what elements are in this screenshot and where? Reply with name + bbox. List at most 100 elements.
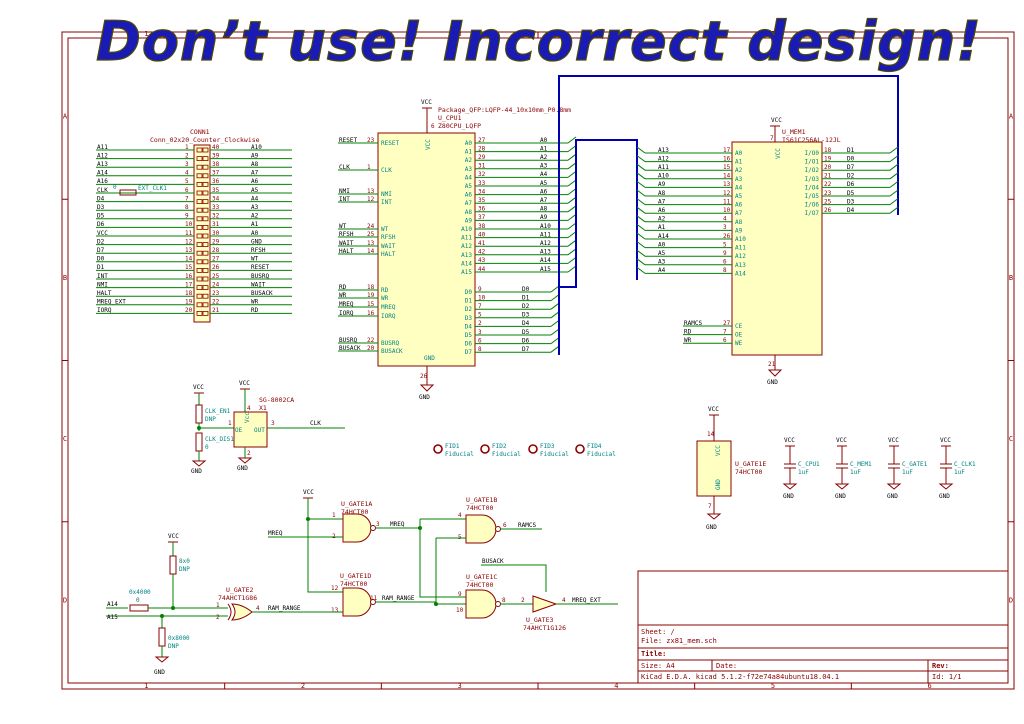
r-0x8000-ref: 0x8000 [168,635,190,642]
cpu-left-net: IORQ [339,310,354,317]
conn-left-pin: 1 [185,144,189,151]
conn-right-pin: 30 [212,230,220,237]
cpu-addr-net: A8 [540,206,548,213]
cpu-left-net: CLK [339,164,350,171]
border-col-top: 2 [301,30,305,38]
conn-right-pin: 38 [212,161,220,168]
mem-addr-net: A11 [658,164,669,171]
mem-ctrl-pin: 27 [723,320,731,327]
cpu-addr-net: A13 [540,249,551,256]
cpu-data-entry [550,311,560,319]
gate-or-in2: 2 [216,614,220,621]
cpu-addr-pinname: A0 [465,140,473,147]
cpu-ref: U_CPU1 [438,114,462,122]
border-col-top: 4 [614,30,618,38]
r-clk-dis-val: 0 [205,444,209,451]
gate-d-out: 11 [370,595,378,602]
border-row-right: A [1009,113,1014,121]
conn-right-pin: 28 [212,247,220,254]
gate-a-out: 3 [376,521,380,528]
cpu-addr-pin: 34 [478,188,486,195]
gate-c-in1-net: BUSACK [482,558,504,565]
mem-io-pinname: I/O7 [805,210,820,217]
cpu-left-pinname: INT [381,199,392,206]
mem-io-pinname: I/O3 [805,176,820,183]
cap-vcc-label: VCC [784,437,795,444]
cpu-left-pin: 18 [367,284,375,291]
mem-addr-pin: 11 [723,198,731,205]
cpu-addr-entry [567,248,577,256]
conn-right-net: RD [251,307,259,314]
conn-pin-pad [202,267,209,273]
conn-left-net: MREQ_EXT [97,299,126,306]
cpu-addr-pin: 31 [478,163,486,170]
cpu-addr-pin: 36 [478,206,486,213]
mem-ctrl-pinname: OE [735,332,743,339]
gate-b-out: 6 [503,522,507,529]
cpu-addr-net: A3 [540,163,548,170]
buses [558,75,899,355]
gate-c-in2: 10 [456,607,464,614]
conn-right-pin: 24 [212,281,220,288]
cpu-data-net: D2 [522,303,530,310]
gate-or-body [231,603,253,621]
cpu-left-pin: 16 [367,310,375,317]
cpu-addr-pinname: A2 [465,157,473,164]
warning-headline: Don’t use! Incorrect design! [96,10,982,73]
cpu-left-pinname: HALT [381,251,396,258]
mem-addr-net: A12 [658,155,669,162]
gate-d-body [342,587,372,617]
gate-a-ref: U_GATE1A [341,500,372,508]
cap-ref: C_CLK1 [954,461,976,468]
conn-pin-pad [202,293,209,299]
buffer-ref: U_GATE3 [526,616,553,624]
cap-gnd-symbol [886,483,902,490]
mem-addr-pin: 12 [723,190,731,197]
cap-ref: C_MEM1 [850,461,872,468]
conn-left-net: D4 [97,195,105,202]
conn-pin-pad [196,147,203,153]
cpu-addr-pin: 33 [478,180,486,187]
cpu-addr-pinname: A5 [465,183,473,190]
gate-or-out-net: RAM_RANGE [268,605,301,612]
cpu-left-pinname: WT [381,226,389,233]
mem-ctrl-pin: 6 [723,337,727,344]
cap-value: 1uF [850,469,861,476]
mem-addr-pin: 15 [723,164,731,171]
cpu-left-net: WAIT [339,240,354,247]
mem-addr-net: A2 [658,216,666,223]
cpu-left-pin: 25 [367,231,375,238]
conn-pin-pad [202,181,209,187]
cpu-left-pinname: MREQ [381,304,396,311]
mem-ctrl-net: RD [684,328,692,335]
mem-io-net: D7 [847,164,855,171]
ext-clk-val: 0 [113,184,117,191]
mem-addr-net: A5 [658,250,666,257]
conn-right-net: A9 [251,152,259,159]
cpu-addr-net: A1 [540,145,548,152]
conn-left-net: A14 [97,170,108,177]
mem-addr-pinname: A2 [735,167,743,174]
cpu-left-pin: 13 [367,188,375,195]
conn-value: Conn_02x20_Counter_Clockwise [150,136,260,144]
gp-gnd-pin: 7 [708,503,712,510]
conn-right-net: A8 [251,161,259,168]
a15-label: A15 [107,614,118,621]
conn-pin-pad [196,181,203,187]
cpu-addr-pinname: A9 [465,217,473,224]
mem-addr-pinname: A5 [735,193,743,200]
mem-ref: U_MEM1 [782,128,806,136]
cpu-left-pin: 1 [367,164,371,171]
conn-right-net: BUSACK [251,290,273,297]
conn-left-net: A11 [97,144,108,151]
cpu-addr-pin: 41 [478,240,486,247]
conn-left-net: A13 [97,161,108,168]
conn-left-net: D0 [97,256,105,263]
cap-gnd-label: GND [783,493,794,500]
mem-io-pin: 19 [824,155,832,162]
gp-vcc-pin: 14 [707,431,715,438]
